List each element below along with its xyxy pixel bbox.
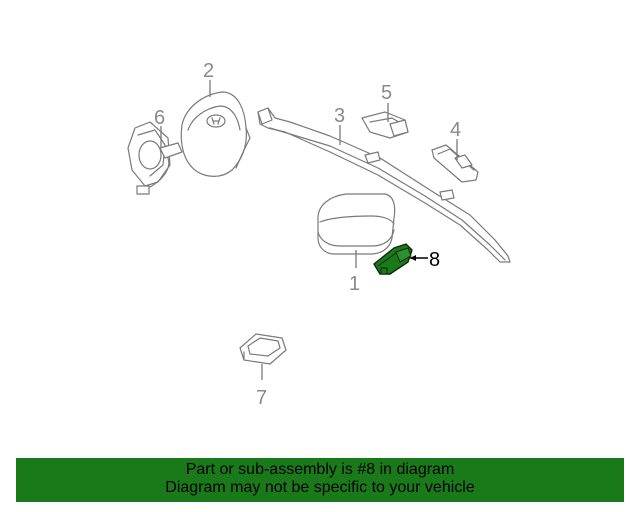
part-5-sensor[interactable] bbox=[361, 111, 409, 139]
callout-5: 5 bbox=[381, 82, 392, 104]
info-banner: Part or sub-assembly is #8 in diagram Di… bbox=[16, 458, 624, 502]
banner-line-2: Diagram may not be specific to your vehi… bbox=[165, 479, 475, 496]
callout-7: 7 bbox=[256, 387, 267, 409]
callout-6: 6 bbox=[154, 107, 165, 129]
part-1-passenger-airbag[interactable] bbox=[317, 193, 396, 255]
part-6-clock-spring[interactable] bbox=[127, 121, 183, 195]
parts-diagram: 6 2 3 5 4 1 bbox=[127, 60, 511, 409]
part-3-curtain-airbag[interactable] bbox=[257, 107, 511, 263]
callout-3: 3 bbox=[334, 105, 345, 127]
callout-4: 4 bbox=[450, 119, 461, 141]
part-7-control-module[interactable] bbox=[239, 333, 287, 365]
callout-8: 8 bbox=[429, 249, 440, 271]
part-8-highlighted-sensor[interactable] bbox=[373, 243, 413, 275]
banner-line-1: Part or sub-assembly is #8 in diagram bbox=[185, 461, 455, 478]
part-4-impact-sensor[interactable] bbox=[431, 144, 479, 183]
callout-2: 2 bbox=[203, 60, 214, 82]
part-2-driver-airbag[interactable] bbox=[180, 91, 251, 177]
callout-1: 1 bbox=[349, 273, 360, 295]
